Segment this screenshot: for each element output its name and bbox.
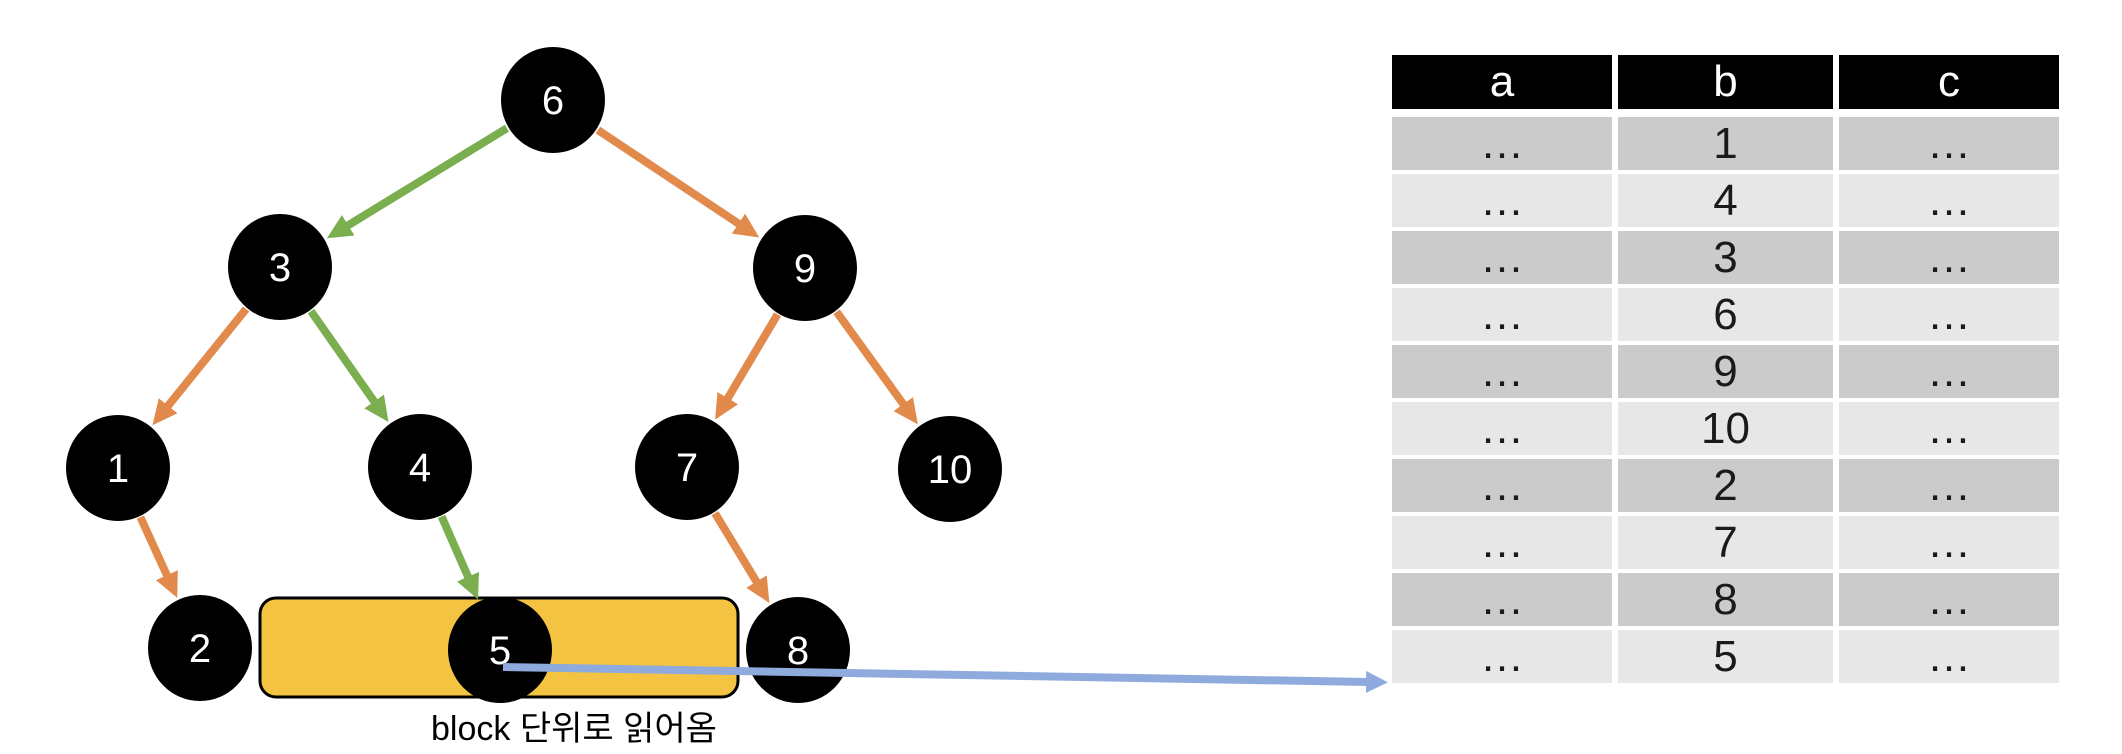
table-cell-b: 1 bbox=[1618, 117, 1833, 170]
tree-node-8: 8 bbox=[746, 597, 850, 703]
tree-node-label: 4 bbox=[409, 446, 431, 490]
table-cell-c: … bbox=[1839, 630, 2059, 683]
tree-node-6: 6 bbox=[501, 47, 605, 153]
tree-edge-9-7 bbox=[715, 312, 781, 420]
table-cell-a: … bbox=[1392, 117, 1612, 170]
tree-edge-1-2 bbox=[136, 515, 178, 598]
table-cell-b: 7 bbox=[1618, 516, 1833, 569]
tree-node-10: 10 bbox=[898, 416, 1002, 522]
table-cell-c: … bbox=[1839, 516, 2059, 569]
table-row: …5… bbox=[1392, 630, 2059, 683]
tree-node-label: 6 bbox=[542, 79, 564, 123]
table-cell-b: 6 bbox=[1618, 288, 1833, 341]
tree-node-circle bbox=[448, 597, 552, 703]
table-row: …6… bbox=[1392, 288, 2059, 341]
tree-node-9: 9 bbox=[753, 215, 857, 321]
tree-node-label: 1 bbox=[107, 447, 129, 491]
table-row: …7… bbox=[1392, 516, 2059, 569]
tree-node-label: 3 bbox=[269, 246, 291, 290]
table-cell-a: … bbox=[1392, 459, 1612, 512]
tree-node-label: 7 bbox=[676, 446, 698, 490]
table-cell-c: … bbox=[1839, 345, 2059, 398]
tree-node-circle bbox=[753, 215, 857, 321]
table-row: …10… bbox=[1392, 402, 2059, 455]
table-cell-a: … bbox=[1392, 231, 1612, 284]
table-cell-c: … bbox=[1839, 288, 2059, 341]
table-body: …1……4……3……6……9……10……2……7……8……5… bbox=[1392, 117, 2059, 683]
tree-edge-7-8 bbox=[711, 511, 770, 603]
tree-edge-3-1 bbox=[152, 306, 250, 426]
table-cell-c: … bbox=[1839, 459, 2059, 512]
table-row: …2… bbox=[1392, 459, 2059, 512]
table-cell-a: … bbox=[1392, 174, 1612, 227]
tree-node-circle bbox=[501, 47, 605, 153]
tree-edge-4-5 bbox=[437, 514, 479, 600]
table-header-row: a b c bbox=[1392, 55, 2059, 109]
tree-node-circle bbox=[898, 416, 1002, 522]
table-cell-c: … bbox=[1839, 174, 2059, 227]
tree-node-label: 8 bbox=[787, 629, 809, 673]
tree-edge-6-3 bbox=[326, 124, 509, 239]
tree-edge-6-9 bbox=[595, 126, 760, 238]
table-cell-a: … bbox=[1392, 345, 1612, 398]
tree-node-5: 5 bbox=[448, 597, 552, 703]
table-cell-b: 8 bbox=[1618, 573, 1833, 626]
tree-node-label: 5 bbox=[489, 629, 511, 673]
table-cell-c: … bbox=[1839, 573, 2059, 626]
tree-node-circle bbox=[66, 415, 170, 521]
table-cell-c: … bbox=[1839, 402, 2059, 455]
table-cell-b: 4 bbox=[1618, 174, 1833, 227]
tree-node-7: 7 bbox=[635, 414, 739, 520]
tree-edge-9-10 bbox=[833, 309, 918, 425]
table-cell-a: … bbox=[1392, 630, 1612, 683]
tree-edge-3-4 bbox=[307, 308, 389, 422]
block-read-arrow bbox=[502, 663, 1388, 693]
data-table: a b c …1……4……3……6……9……10……2……7……8……5… bbox=[1392, 55, 2059, 683]
tree-node-label: 2 bbox=[189, 627, 211, 671]
tree-node-2: 2 bbox=[148, 595, 252, 701]
tree-node-circle bbox=[148, 595, 252, 701]
table-cell-b: 5 bbox=[1618, 630, 1833, 683]
tree-node-circle bbox=[228, 214, 332, 320]
table-row: …3… bbox=[1392, 231, 2059, 284]
table-cell-b: 3 bbox=[1618, 231, 1833, 284]
table-cell-b: 2 bbox=[1618, 459, 1833, 512]
table-cell-a: … bbox=[1392, 573, 1612, 626]
table-cell-a: … bbox=[1392, 402, 1612, 455]
tree-node-4: 4 bbox=[368, 414, 472, 520]
tree-node-1: 1 bbox=[66, 415, 170, 521]
table-cell-b: 10 bbox=[1618, 402, 1833, 455]
tree-node-3: 3 bbox=[228, 214, 332, 320]
tree-node-label: 10 bbox=[928, 448, 973, 492]
table-row: …1… bbox=[1392, 117, 2059, 170]
table-row: …8… bbox=[1392, 573, 2059, 626]
block-caption: block 단위로 읽어옴 bbox=[431, 710, 717, 748]
table-cell-a: … bbox=[1392, 288, 1612, 341]
table-header-a: a bbox=[1392, 55, 1612, 109]
table-header-b: b bbox=[1618, 55, 1833, 109]
table-cell-b: 9 bbox=[1618, 345, 1833, 398]
table-cell-c: … bbox=[1839, 117, 2059, 170]
table-row: …4… bbox=[1392, 174, 2059, 227]
tree-node-circle bbox=[368, 414, 472, 520]
tree-node-label: 9 bbox=[794, 247, 816, 291]
table-header-c: c bbox=[1839, 55, 2059, 109]
table-cell-c: … bbox=[1839, 231, 2059, 284]
tree-node-circle bbox=[635, 414, 739, 520]
table-cell-a: … bbox=[1392, 516, 1612, 569]
table-row: …9… bbox=[1392, 345, 2059, 398]
